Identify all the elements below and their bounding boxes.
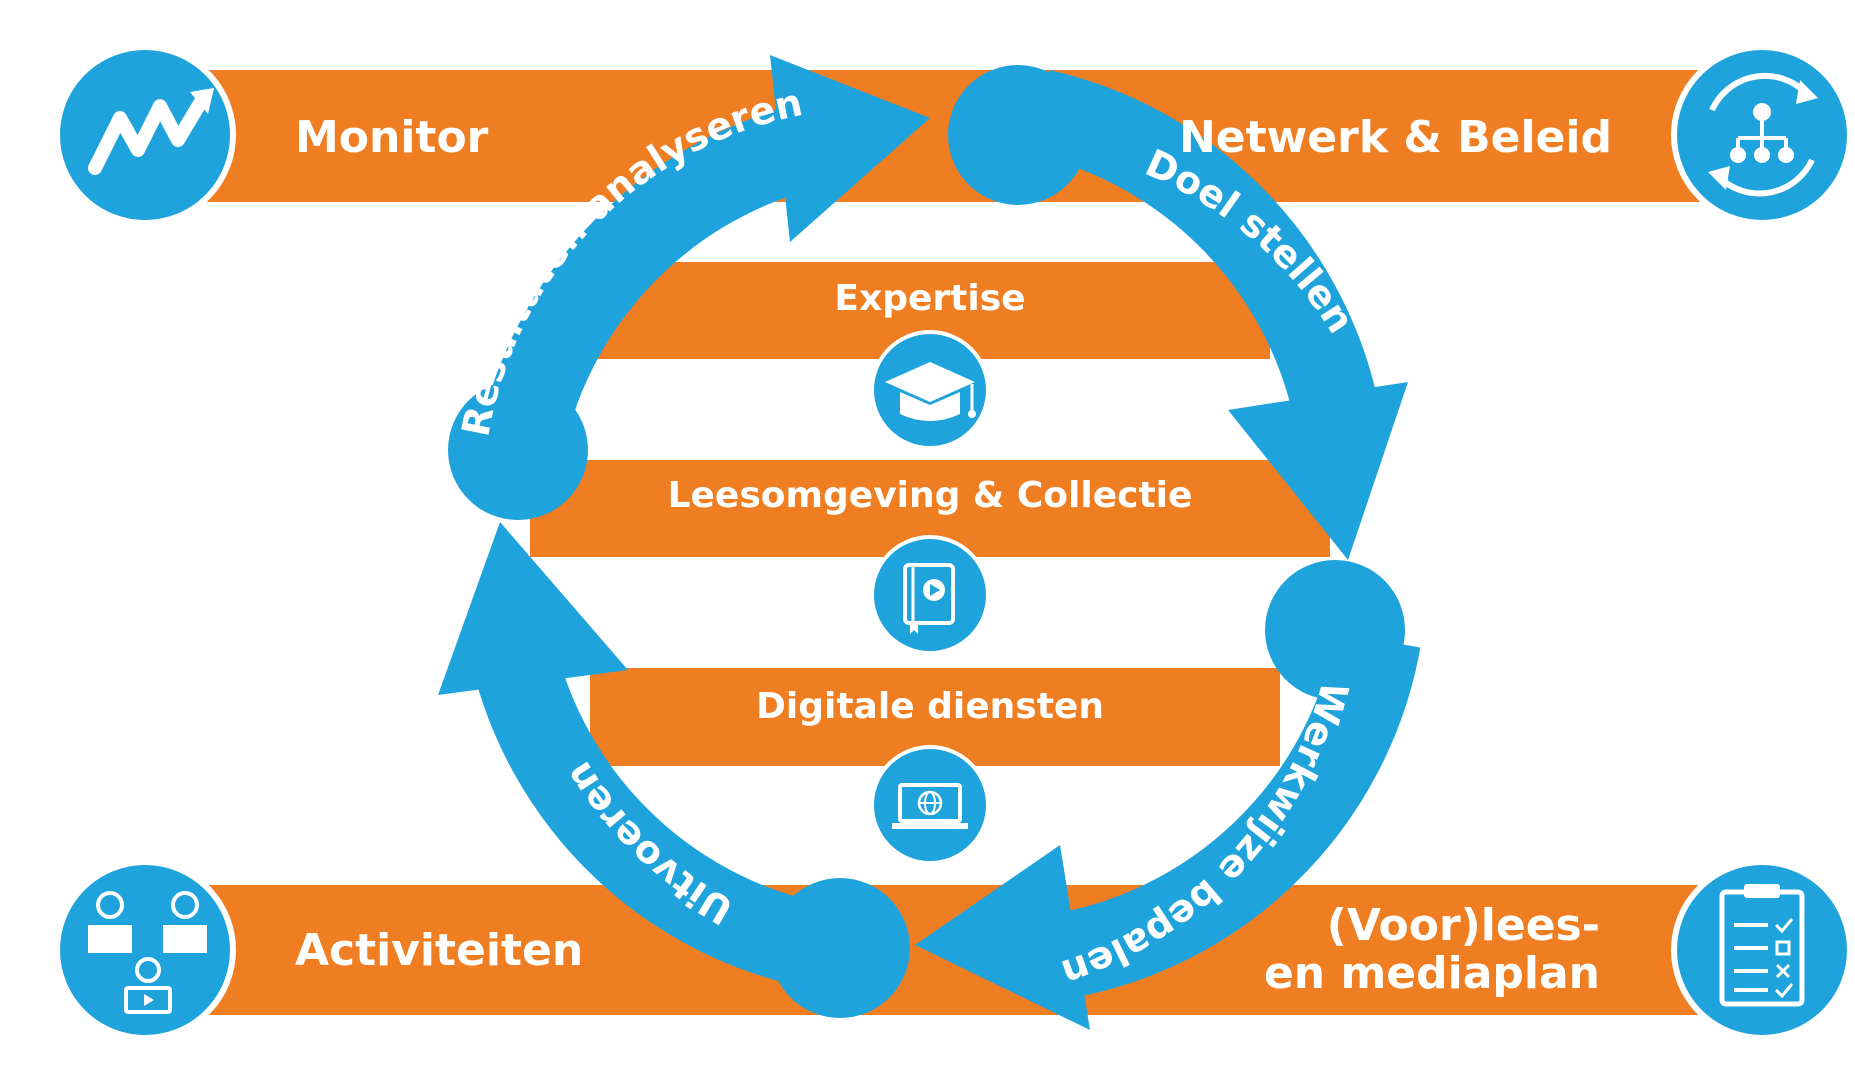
label-expertise: Expertise	[834, 278, 1025, 319]
arrowhead-doel	[1228, 382, 1408, 560]
label-monitor: Monitor	[295, 112, 489, 163]
checklist-icon	[1671, 859, 1853, 1041]
trend-up-icon	[54, 44, 236, 226]
arrowhead-resultaten	[770, 55, 930, 242]
arrowhead-werkwijze	[915, 845, 1090, 1030]
label-voorlees: (Voor)lees-	[1327, 900, 1600, 951]
network-cycle-icon	[1671, 44, 1853, 226]
label-digitale-diensten: Digitale diensten	[756, 686, 1104, 727]
label-netwerk-beleid: Netwerk & Beleid	[1179, 112, 1612, 163]
cycle-node-bottom	[770, 878, 910, 1018]
label-activiteiten: Activiteiten	[295, 925, 583, 976]
cycle-node-right	[1265, 560, 1405, 700]
book-media-icon	[870, 535, 990, 655]
graduation-cap-icon	[870, 330, 990, 450]
laptop-globe-icon	[870, 745, 990, 865]
label-leesomgeving: Leesomgeving & Collectie	[668, 475, 1193, 516]
cycle-node-top	[948, 65, 1088, 205]
cycle-node-left	[448, 380, 588, 520]
label-mediaplan: en mediaplan	[1264, 948, 1600, 999]
band-monitor-netwerk	[145, 70, 1720, 202]
arrowhead-uitvoeren	[438, 522, 628, 695]
readers-icon	[54, 859, 236, 1041]
cycle-ring	[470, 70, 1421, 1001]
